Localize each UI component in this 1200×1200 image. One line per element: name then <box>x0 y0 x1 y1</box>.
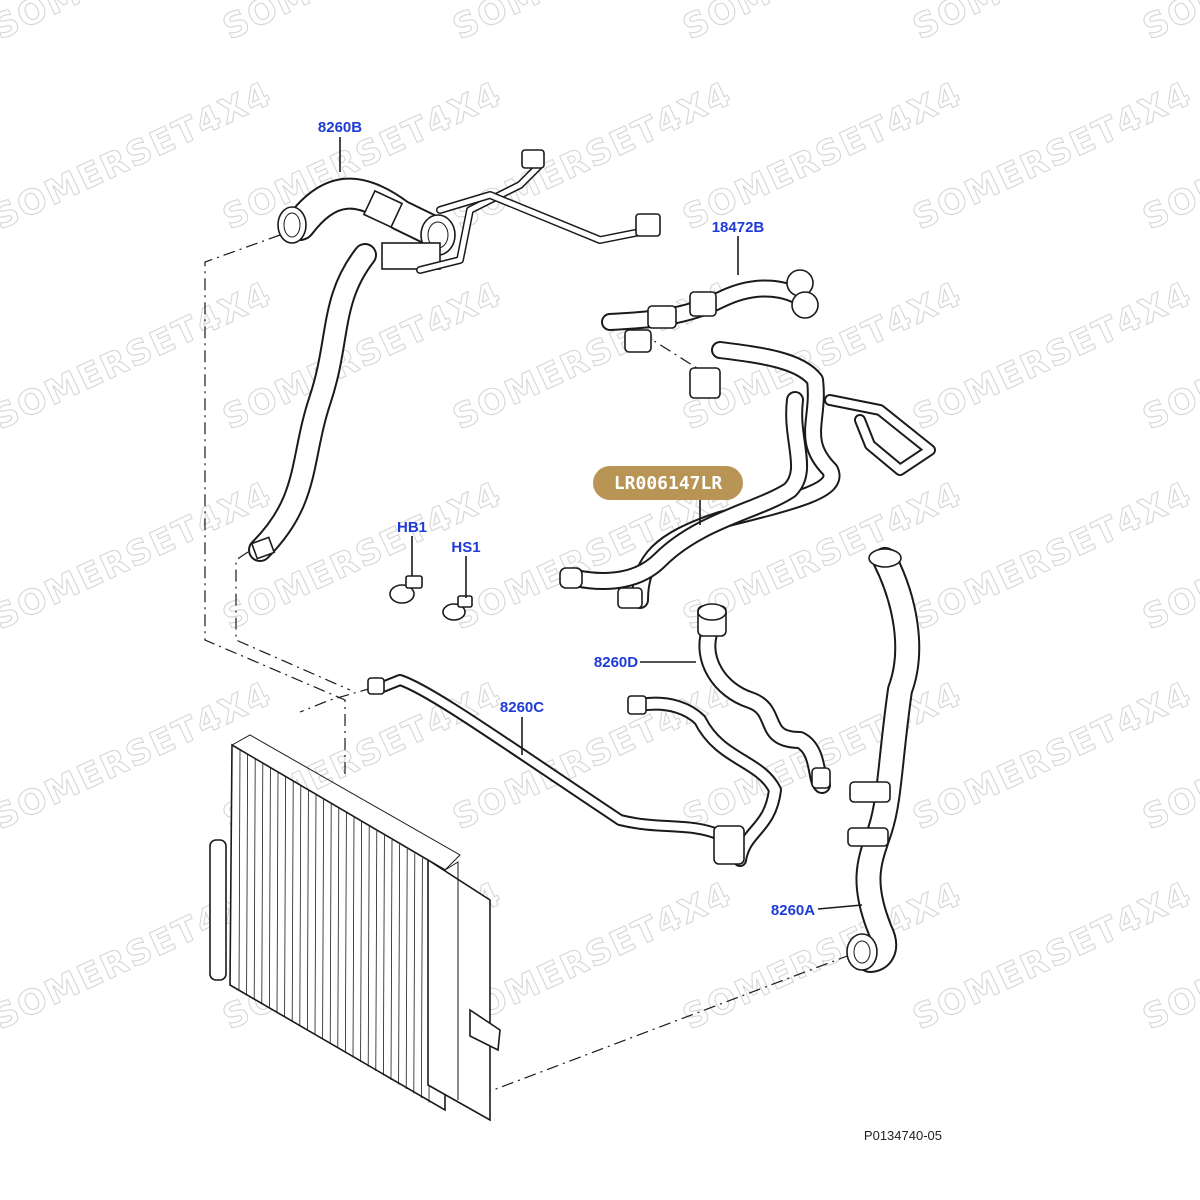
radiator-fin <box>413 853 416 1094</box>
part-number-badge[interactable]: LR006147LR <box>593 466 743 500</box>
callout-18472b[interactable]: 18472B <box>712 219 765 236</box>
radiator-fin <box>390 839 393 1081</box>
radiator-fin <box>352 817 355 1058</box>
radiator-fin <box>246 754 249 995</box>
callout-8260b[interactable]: 8260B <box>318 119 362 136</box>
callout-hb1[interactable]: HB1 <box>397 519 427 536</box>
lower-hose-8260a[interactable] <box>846 547 921 973</box>
breather-pipes[interactable] <box>416 149 661 274</box>
radiator-fin <box>360 821 363 1063</box>
callout-8260c[interactable]: 8260C <box>500 699 544 716</box>
radiator-fin <box>329 803 332 1045</box>
bolt-hb1[interactable] <box>389 575 423 604</box>
radiator-fin <box>314 794 317 1036</box>
heater-hose-18472b[interactable] <box>601 269 819 353</box>
radiator-fin <box>337 808 340 1049</box>
radiator-fin <box>306 790 309 1031</box>
radiator-fin <box>238 749 241 991</box>
assembly-lines <box>204 234 851 1096</box>
badge-label: LR006147LR <box>614 473 723 494</box>
callout-8260a[interactable]: 8260A <box>771 902 815 919</box>
hose-8260c[interactable] <box>367 674 782 867</box>
heater-hose-lr006147lr[interactable] <box>559 341 936 609</box>
callout-hs1[interactable]: HS1 <box>451 539 480 556</box>
hose-8260d[interactable] <box>697 603 831 794</box>
leader-lines <box>339 137 863 910</box>
callout-8260d[interactable]: 8260D <box>594 654 638 671</box>
screw-hs1[interactable] <box>442 595 473 621</box>
radiator-fin <box>261 763 264 1004</box>
radiator-fin <box>253 758 256 1000</box>
figure-reference: P0134740-05 <box>864 1128 942 1143</box>
radiator-fin <box>398 844 401 1085</box>
radiator-fin <box>284 776 287 1018</box>
radiator-fin <box>375 830 378 1072</box>
radiator-fin <box>420 857 423 1099</box>
radiator <box>209 734 501 1122</box>
upper-hose-8260b[interactable] <box>248 177 456 562</box>
radiator-fin <box>291 781 294 1022</box>
radiator-fin <box>268 767 271 1009</box>
callout-labels: 8260B 18472B HB1 HS1 8260D 8260C 8260A <box>318 119 815 919</box>
radiator-fin <box>299 785 302 1027</box>
radiator-fin <box>276 772 279 1013</box>
radiator-fin <box>322 799 325 1040</box>
watermark-text: SOMERSET4X4 <box>1137 0 1200 48</box>
radiator-fin <box>367 826 370 1067</box>
radiator-fin <box>405 848 408 1090</box>
watermark-layer: SOMERSET4X4SOMERSET4X4SOMERSET4X4SOMERSE… <box>0 0 1200 1039</box>
radiator-fin <box>344 812 347 1054</box>
radiator-fin <box>382 835 385 1076</box>
